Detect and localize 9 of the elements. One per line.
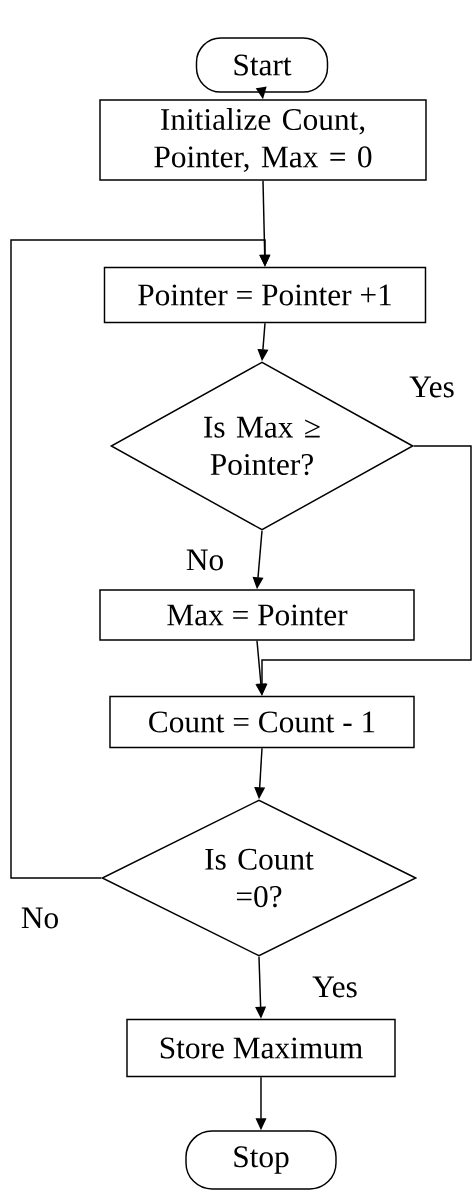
edge-label: No: [184, 548, 226, 572]
edge-label: Yes: [310, 975, 360, 999]
edge-label: No: [19, 906, 61, 930]
process-box: Initialize Count, Pointer, Max = 0: [99, 99, 427, 181]
arrow: [10, 239, 271, 879]
process-box: Pointer = Pointer +1: [103, 266, 427, 324]
process-box: Max = Pointer: [99, 589, 415, 641]
process-box: Store Maximum: [126, 1018, 396, 1078]
process-box: Count = Count - 1: [109, 695, 415, 749]
